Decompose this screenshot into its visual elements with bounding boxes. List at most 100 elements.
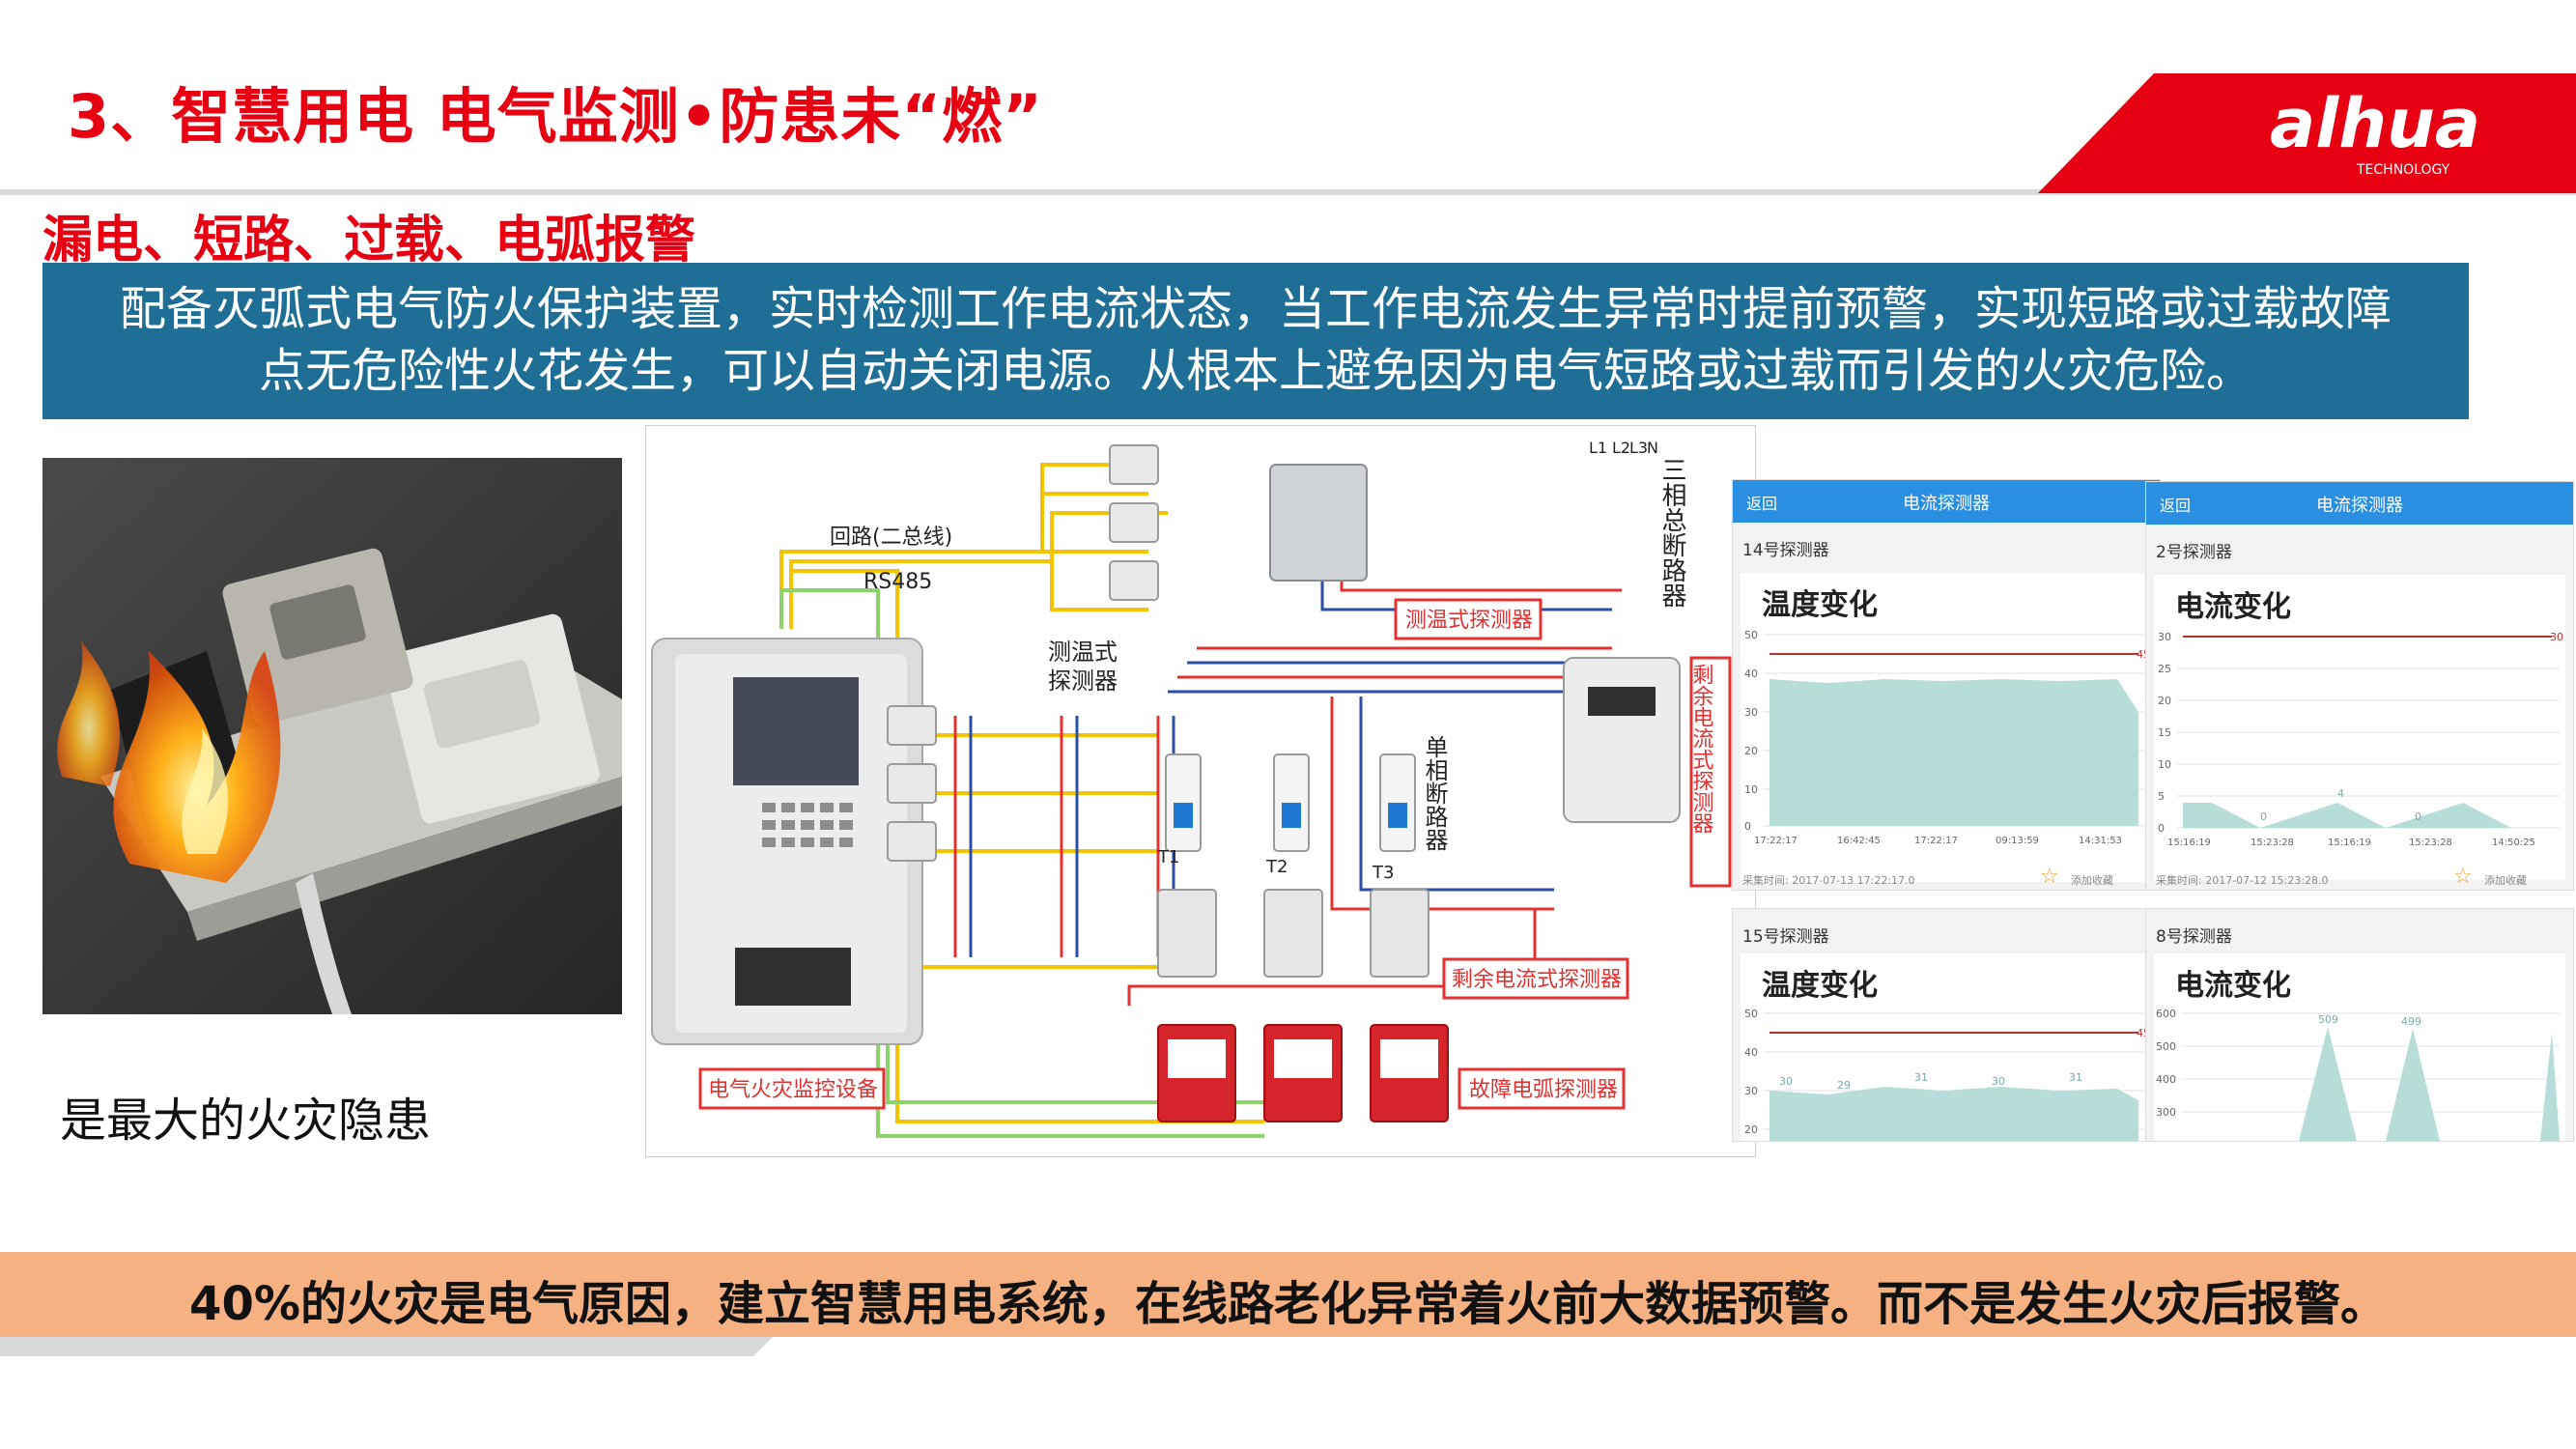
svg-text:30: 30 (2550, 631, 2563, 643)
svg-text:20: 20 (2158, 695, 2171, 707)
svg-text:4: 4 (2337, 787, 2344, 800)
header-divider (0, 189, 2576, 195)
svg-text:5: 5 (2158, 790, 2165, 803)
page-title: 3、智慧用电 电气监测•防患未“燃” (68, 81, 1043, 152)
collect-time: 采集时间: 2017-07-12 15:23:28.0 (2156, 874, 2329, 887)
residual-tag: 剩余电流式探测器 (1452, 968, 1622, 992)
logo-subtext: TECHNOLOGY (2356, 162, 2450, 178)
single-phase-breaker-label: 单相断路器 (1421, 735, 1448, 851)
rs485-label: RS485 (863, 570, 932, 594)
section-subtitle: 漏电、短路、过载、电弧报警 (42, 212, 696, 270)
loop-label: 回路(二总线) (830, 526, 952, 550)
photo-caption: 是最大的火灾隐患 (60, 1094, 432, 1148)
svg-text:500: 500 (2156, 1040, 2176, 1053)
brand-logo: alhua TECHNOLOGY (2038, 73, 2576, 193)
logo-text: alhua (2270, 84, 2480, 163)
phone-header: 返回 电流探测器 (1733, 480, 2160, 523)
favorite-button[interactable]: 添加收藏 (2071, 874, 2113, 887)
star-icon[interactable]: ☆ (2040, 865, 2059, 889)
chart-card: 电流变化 600 500 400 300 509 499 (2154, 953, 2565, 1141)
phase-label: L1 (1589, 439, 1607, 457)
phone-header: 返回 电流探测器 (2146, 482, 2573, 525)
device-name: 8号探测器 (2156, 927, 2232, 947)
back-button[interactable]: 返回 (1746, 495, 1778, 513)
bottom-highlight-band (0, 1252, 2576, 1337)
arc-tag: 故障电弧探测器 (1469, 1078, 1618, 1102)
svg-text:50: 50 (1744, 1008, 1758, 1020)
three-phase-breaker (1269, 464, 1368, 582)
phone-screen-4: 8号探测器 电流变化 600 500 400 300 509 499 (2145, 908, 2574, 1142)
t-label: T2 (1265, 857, 1288, 877)
burning-power-strip-photo (42, 458, 622, 1014)
svg-text:30: 30 (1744, 1085, 1758, 1097)
phase-label: L3 (1629, 439, 1648, 457)
description-box: 配备灭弧式电气防火保护装置，实时检测工作电流状态，当工作电流发生异常时提前预警，… (42, 263, 2469, 419)
svg-text:600: 600 (2156, 1008, 2176, 1020)
device-name: 14号探测器 (1742, 541, 1829, 560)
chart-title: 电流变化 (2175, 969, 2291, 1003)
svg-text:40: 40 (1744, 1046, 1758, 1059)
temperature-area (1769, 679, 2138, 826)
description-line-2: 点无危险性火花发生，可以自动关闭电源。从根本上避免因为电气短路或过载而引发的火灾… (258, 344, 2252, 398)
temp-probe-label-1: 测温式 (1048, 639, 1118, 666)
temp-probe-tag: 测温式探测器 (1405, 609, 1533, 633)
favorite-button[interactable]: 添加收藏 (2484, 874, 2527, 887)
phone-screen-2: 返回 电流探测器 2号探测器 电流变化 30 25 20 15 10 5 0 30 0… (2145, 481, 2574, 891)
residual-current-detector-large (1563, 657, 1681, 823)
svg-text:15: 15 (2158, 726, 2171, 739)
t-label: T1 (1157, 847, 1179, 867)
collect-time: 采集时间: 2017-07-13 17:22:17.0 (1742, 874, 1915, 887)
fire-monitor-device (651, 638, 923, 1045)
svg-text:40: 40 (1744, 668, 1758, 680)
current-spikes (2299, 1027, 2560, 1141)
svg-text:300: 300 (2156, 1106, 2176, 1119)
svg-text:31: 31 (2069, 1071, 2082, 1084)
star-icon[interactable]: ☆ (2453, 865, 2473, 889)
wiring-diagram: 回路(二总线) RS485 测温式 探测器 L1 L2 L3 N 三相总断路器 … (645, 425, 1756, 1157)
description-line-1: 配备灭弧式电气防火保护装置，实时检测工作电流状态，当工作电流发生异常时提前预警，… (119, 282, 2392, 336)
three-phase-breaker-label: 三相总断路器 (1657, 457, 1686, 608)
temperature-area (1769, 1087, 2138, 1141)
current-area (2183, 803, 2552, 828)
svg-text:31: 31 (1914, 1071, 1928, 1084)
monitor-tag: 电气火灾监控设备 (708, 1078, 878, 1102)
svg-text:400: 400 (2156, 1073, 2176, 1086)
back-button[interactable]: 返回 (2160, 497, 2192, 515)
device-name: 2号探测器 (2156, 543, 2232, 562)
footer-bar (0, 1337, 773, 1356)
chart-title: 电流变化 (2175, 590, 2291, 624)
phase-label: L2 (1612, 439, 1630, 457)
svg-text:0: 0 (2158, 822, 2165, 835)
svg-text:499: 499 (2401, 1015, 2421, 1028)
svg-text:10: 10 (1744, 783, 1758, 796)
phone-title: 电流探测器 (1903, 494, 1990, 514)
svg-text:509: 509 (2318, 1013, 2338, 1026)
chart-title: 温度变化 (1762, 588, 1878, 622)
current-chart: 600 500 400 300 509 499 (2156, 1008, 2560, 1141)
svg-text:20: 20 (1744, 1123, 1758, 1136)
phase-label: N (1647, 439, 1658, 457)
svg-text:0: 0 (2415, 810, 2421, 823)
t-label: T3 (1372, 863, 1394, 883)
svg-text:50: 50 (1744, 629, 1758, 641)
svg-text:29: 29 (1837, 1079, 1851, 1092)
svg-text:30: 30 (2158, 631, 2171, 643)
bottom-statement: 40%的火灾是电气原因，建立智慧用电系统，在线路老化异常着火前大数据预警。而不是… (189, 1277, 2387, 1331)
phone-title: 电流探测器 (2316, 496, 2403, 516)
svg-text:25: 25 (2158, 663, 2171, 675)
residual-vertical-tag: 剩余电流式探测器 (1689, 664, 1714, 834)
svg-text:20: 20 (1744, 745, 1758, 757)
temp-probe-label-2: 探测器 (1048, 668, 1118, 695)
svg-text:10: 10 (2158, 758, 2171, 771)
svg-text:30: 30 (1992, 1075, 2005, 1088)
svg-text:30: 30 (1779, 1075, 1793, 1088)
svg-text:0: 0 (1744, 820, 1751, 833)
